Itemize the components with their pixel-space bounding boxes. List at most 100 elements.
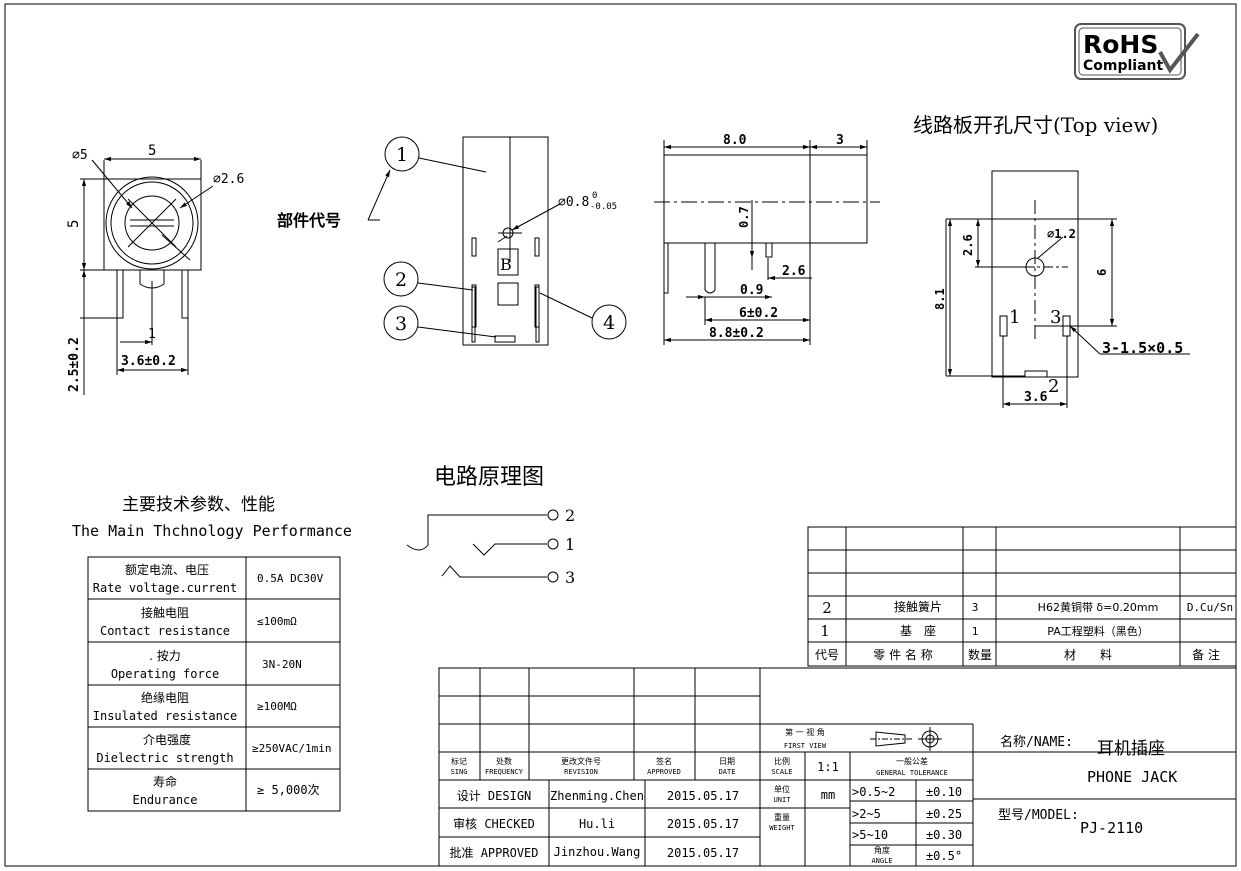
spec-row-cn: 寿命: [153, 774, 177, 789]
front-dim-1: 1: [148, 327, 156, 342]
rev-header-cn: 标记: [451, 756, 467, 766]
front-dim-width: 5: [148, 143, 156, 159]
right-dim-6: 6±0.2: [739, 306, 778, 321]
top-view: [945, 170, 1190, 408]
signoff-date: 2015.05.17: [667, 817, 739, 831]
top-dim-2-6: 2.6: [961, 234, 975, 256]
parts-header-no: 代号: [815, 648, 839, 662]
model-value: PJ-2110: [1080, 819, 1143, 837]
parts-header-material: 材 料: [1064, 648, 1112, 662]
circuit-pin-3: 3: [565, 568, 575, 587]
callout-1: 1: [396, 144, 408, 166]
side-view: [367, 136, 627, 346]
top-view-title: 线路板开孔尺寸(Top view): [913, 113, 1158, 137]
right-dim-8-0: 8.0: [723, 133, 747, 148]
signoff-date: 2015.05.17: [667, 789, 739, 803]
rev-header-en: FREQUENCY: [485, 768, 524, 776]
signoff-name: Hu.li: [579, 817, 615, 831]
front-dim-2-5: 2.5±0.2: [67, 337, 82, 392]
side-tol-upper: 0: [592, 191, 597, 201]
rev-header-cn: 更改文件号: [561, 756, 601, 766]
spec-row-en: Rate voltage.current: [93, 581, 238, 595]
parts-list-rows: 2 接触簧片 3 H62黄铜带 δ=0.20mm D.Cu/Sn 1 基 座 1…: [815, 599, 1233, 662]
spec-row-cn: 绝缘电阻: [141, 690, 189, 705]
spec-title-en: The Main Thchnology Performance: [72, 522, 352, 540]
tolerance-header-en: GENERAL TOLERANCE: [876, 769, 948, 777]
front-dim-phi5: ⌀5: [72, 148, 88, 163]
parts-header-name: 零 件 名 称: [873, 647, 932, 662]
spec-row-value: 3N-20N: [262, 658, 302, 671]
scale-value: 1:1: [817, 760, 839, 774]
spec-row-value: ≥ 5,000次: [257, 783, 320, 797]
spec-title-cn: 主要技术参数、性能: [122, 495, 275, 515]
unit-cn: 单位: [774, 784, 790, 794]
part-material: PA工程塑料（黑色）: [1047, 624, 1148, 638]
spec-table-rows: 额定电流、电压 Rate voltage.current 0.5A DC30V …: [93, 562, 332, 807]
part-name: 基 座: [900, 623, 936, 638]
side-tol-lower: -0.05: [590, 202, 617, 212]
right-dim-0-9: 0.9: [740, 283, 763, 298]
weight-en: WEIGHT: [769, 824, 795, 832]
part-note: D.Cu/Sn: [1187, 601, 1233, 614]
spec-row-value: ≤100mΩ: [257, 615, 297, 628]
rev-header-cn: 签名: [656, 756, 672, 766]
front-view: [80, 156, 214, 395]
part-code-label: 部件代号: [277, 211, 341, 230]
front-dim-3-6: 3.6±0.2: [121, 354, 176, 369]
name-en: PHONE JACK: [1087, 768, 1177, 786]
signoff-role: 批准 APPROVED: [449, 845, 538, 860]
spec-row-cn: 介电强度: [143, 732, 191, 747]
tolerance-range: >5~10: [852, 828, 888, 842]
callout-2: 2: [395, 269, 407, 291]
tolerance-angle-en: ANGLE: [871, 857, 892, 865]
side-letter-b: B: [500, 255, 512, 274]
spec-row-cn: . 按力: [149, 649, 181, 663]
circuit-pin-1: 1: [565, 535, 575, 554]
callout-3: 3: [395, 313, 407, 335]
tolerance-value: ±0.25: [926, 807, 962, 821]
right-dim-2-6: 2.6: [782, 264, 806, 279]
rev-header-cn: 日期: [719, 757, 735, 766]
top-pin-1: 1: [1009, 307, 1020, 328]
spec-row-value: ≥250VAC/1min: [252, 742, 331, 755]
parts-list-grid: [807, 526, 1237, 667]
signoff-name: Zhenming.Chen: [550, 789, 644, 803]
rohs-text: RoHS: [1083, 30, 1158, 59]
top-pin-2: 2: [1048, 376, 1059, 397]
callout-4: 4: [603, 312, 615, 334]
part-no: 1: [820, 622, 830, 640]
right-dim-3: 3: [836, 133, 844, 148]
front-dim-phi26: ⌀2.6: [213, 172, 244, 187]
parts-header-note: 备 注: [1192, 647, 1220, 662]
scale-cn: 比例: [774, 756, 790, 766]
title-block-grid: [438, 667, 1237, 867]
right-dim-0-7: 0.7: [737, 206, 751, 228]
spec-row-en: Insulated resistance: [93, 709, 238, 723]
tolerance-range: >2~5: [852, 807, 881, 821]
circuit-pin-2: 2: [565, 506, 575, 525]
part-qty: 3: [972, 601, 979, 614]
rev-header-en: APPROVED: [647, 768, 681, 776]
parts-header-qty: 数量: [968, 647, 992, 662]
signoff-role: 审核 CHECKED: [453, 816, 535, 831]
top-pin-3: 3: [1050, 307, 1061, 328]
tolerance-range: >0.5~2: [852, 785, 895, 799]
compliant-text: Compliant: [1083, 58, 1164, 74]
first-view-en: FIRST VIEW: [784, 742, 827, 750]
weight-cn: 重量: [774, 812, 790, 822]
circuit-diagram: [406, 509, 559, 583]
rev-header-cn: 处数: [496, 756, 512, 766]
circuit-title: 电路原理图: [434, 465, 544, 490]
top-dim-8-1: 8.1: [933, 288, 947, 310]
rev-header-en: REVISION: [564, 768, 598, 776]
first-view-cn: 第 一 视 角: [785, 727, 825, 737]
signoff-date: 2015.05.17: [667, 846, 739, 860]
spec-row-en: Operating force: [111, 667, 219, 681]
model-label: 型号/MODEL:: [998, 808, 1079, 823]
unit-en: UNIT: [774, 796, 792, 804]
name-cn: 耳机插座: [1097, 739, 1165, 759]
spec-row-cn: 接触电阻: [141, 605, 189, 620]
spec-table-grid: [87, 556, 341, 812]
part-qty: 1: [972, 625, 979, 638]
top-dim-3-6: 3.6: [1024, 390, 1048, 405]
